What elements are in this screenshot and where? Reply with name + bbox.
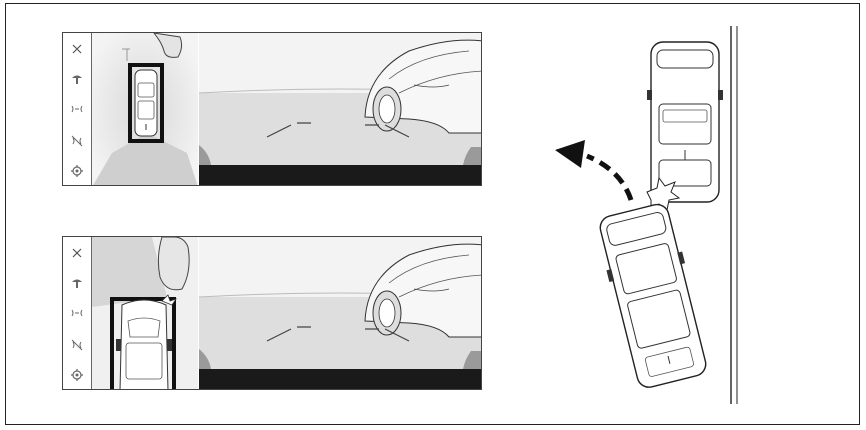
sidebar <box>63 33 92 185</box>
camera-view-icon[interactable] <box>67 69 87 89</box>
sensor-icon[interactable] <box>67 303 87 323</box>
sidebar <box>63 237 92 389</box>
maneuver-illustration <box>535 20 795 410</box>
parked-vehicle <box>647 42 723 202</box>
close-icon[interactable] <box>67 39 87 59</box>
settings-gear-icon[interactable] <box>67 161 87 181</box>
display-screen-top <box>62 32 482 186</box>
overhead-view <box>92 33 198 185</box>
rear-camera-view <box>199 33 482 185</box>
reverse-direction-arrow <box>587 156 631 200</box>
display-screen-bottom <box>62 236 482 390</box>
overhead-view-zoomed <box>92 237 198 389</box>
arrowhead-icon <box>555 140 585 168</box>
sensor-off-icon[interactable] <box>67 335 87 355</box>
maneuvering-vehicle <box>594 201 712 391</box>
sensor-off-icon[interactable] <box>67 131 87 151</box>
rear-camera-view <box>199 237 482 389</box>
bottom-bar <box>199 165 482 185</box>
camera-view-icon[interactable] <box>67 273 87 293</box>
sensor-icon[interactable] <box>67 99 87 119</box>
bottom-bar <box>199 369 482 389</box>
settings-gear-icon[interactable] <box>67 365 87 385</box>
close-icon[interactable] <box>67 243 87 263</box>
